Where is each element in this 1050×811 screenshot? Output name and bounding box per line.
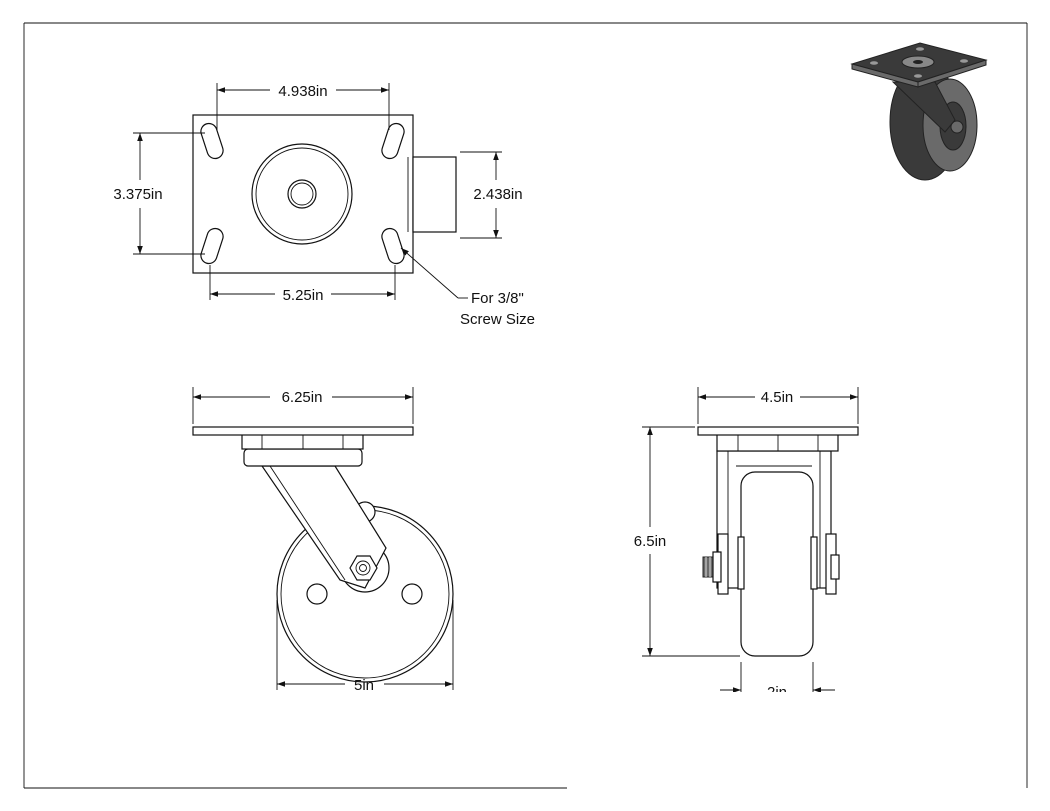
dim-label-45: 4.5in	[761, 389, 794, 406]
dim-label-4938: 4.938in	[278, 83, 327, 100]
dimension-side-plate-width: 6.25in	[192, 387, 414, 424]
dimension-swivel-offset: 2.438in	[460, 151, 523, 239]
dimension-plate-hole-width: 4.938in	[216, 83, 390, 130]
screw-size-callout: For 3/8" Screw Size	[400, 247, 535, 328]
slot-holes	[200, 122, 405, 265]
dim-label-5: 5in	[354, 677, 374, 694]
plate-front	[697, 426, 859, 436]
swivel-collar	[243, 448, 363, 467]
dimension-plate-width: 5.25in	[209, 265, 396, 304]
front-view: 4.5in 6.5in 2in	[634, 387, 860, 712]
dim-label-65: 6.5in	[634, 533, 667, 550]
dimension-plate-hole-height: 3.375in	[113, 132, 205, 255]
kingpin-hole	[287, 179, 317, 209]
dim-label-3375: 3.375in	[113, 186, 162, 203]
screw-note-line1: For 3/8"	[471, 290, 524, 307]
dimension-overall-height: 6.5in	[634, 426, 740, 657]
dimension-front-plate-width: 4.5in	[697, 387, 859, 424]
dim-label-625: 6.25in	[282, 389, 323, 406]
axle-nut	[349, 555, 378, 581]
dimension-wheel-diameter: 5in	[276, 600, 454, 694]
dim-label-2438: 2.438in	[473, 186, 522, 203]
dimension-wheel-width: 2in	[700, 662, 860, 712]
dim-label-525: 5.25in	[283, 287, 324, 304]
top-view: 4.938in 3.375in 2.438in 5.25in	[113, 83, 535, 328]
isometric-view	[850, 42, 988, 181]
wheel-front	[740, 471, 814, 657]
screw-note-line2: Screw Size	[460, 311, 535, 328]
side-view: 6.25in 5in	[192, 387, 454, 694]
plate-side	[192, 426, 414, 436]
swivel-housing-outline	[412, 156, 457, 233]
sheet-border	[23, 22, 1028, 789]
